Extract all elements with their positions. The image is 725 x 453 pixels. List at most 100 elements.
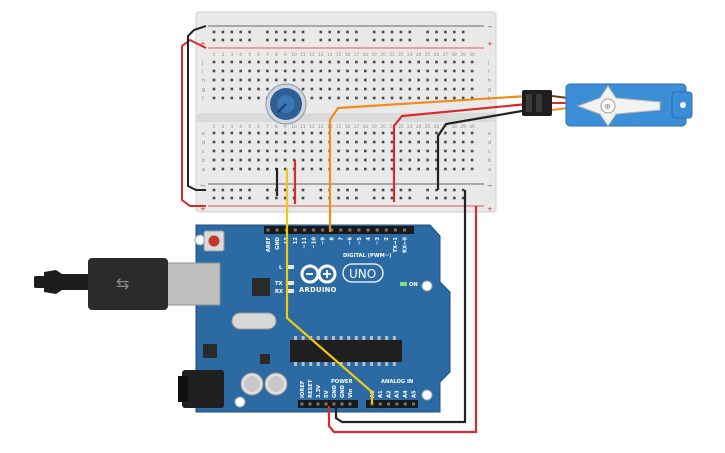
rail-hole — [337, 188, 340, 192]
header-socket[interactable] — [366, 228, 370, 232]
terminal-hole — [355, 96, 358, 100]
terminal-hole — [390, 140, 394, 144]
terminal-hole — [337, 87, 340, 91]
header-socket[interactable] — [412, 402, 415, 406]
header-socket[interactable] — [384, 228, 388, 232]
rail-hole — [408, 188, 412, 192]
header-socket[interactable] — [330, 228, 334, 232]
breadboard-row-label: c — [202, 149, 205, 155]
rail-hole — [399, 188, 403, 192]
header-socket[interactable] — [395, 402, 399, 406]
terminal-hole — [461, 158, 465, 162]
breadboard-column-label: 22 — [398, 52, 404, 57]
terminal-hole — [266, 69, 269, 73]
header-socket[interactable] — [293, 228, 297, 232]
breadboard-row-label: e — [488, 131, 491, 137]
breadboard-row-label: c — [488, 149, 491, 155]
header-socket[interactable] — [357, 228, 361, 232]
rail-hole — [212, 196, 216, 200]
breadboard-row-label: j — [487, 60, 489, 66]
led-tx-label: TX — [275, 281, 283, 287]
chip-leg — [347, 336, 351, 340]
rail-hole — [212, 30, 216, 34]
terminal-hole — [408, 140, 412, 144]
header-socket[interactable] — [348, 402, 352, 406]
header-socket[interactable] — [308, 402, 312, 406]
breadboard-column-label: 18 — [363, 52, 369, 57]
terminal-hole — [444, 60, 447, 64]
header-socket[interactable] — [312, 228, 315, 232]
terminal-hole — [319, 96, 323, 100]
terminal-hole — [257, 60, 260, 64]
terminal-hole — [435, 167, 438, 171]
rail-hole — [337, 38, 340, 42]
breadboard-column-label: 28 — [452, 52, 458, 57]
terminal-hole — [248, 60, 251, 64]
header-socket[interactable] — [332, 402, 336, 406]
header-socket[interactable] — [340, 402, 344, 406]
breadboard-column-label: 30 — [469, 52, 475, 57]
chip-leg — [324, 336, 328, 340]
mount-hole — [421, 280, 433, 292]
header-socket[interactable] — [403, 402, 407, 406]
terminal-hole — [355, 167, 358, 171]
header-socket[interactable] — [387, 402, 391, 406]
terminal-hole — [310, 149, 314, 153]
terminal-hole — [390, 87, 394, 91]
terminal-hole — [470, 60, 474, 64]
header-socket[interactable] — [403, 228, 406, 232]
header-socket[interactable] — [393, 228, 397, 232]
reset-button-cap[interactable] — [208, 235, 220, 247]
rail-hole — [239, 38, 242, 42]
terminal-hole — [257, 140, 260, 144]
header-socket[interactable] — [302, 228, 306, 232]
terminal-hole — [372, 60, 376, 64]
rail-hole — [390, 188, 394, 192]
rail-hole — [283, 188, 287, 192]
terminal-hole — [426, 131, 429, 135]
rail-hole — [426, 38, 429, 42]
rail-hole — [248, 196, 251, 200]
wire-black-servo — [436, 108, 529, 190]
breadboard-column-label: 4 — [239, 124, 242, 129]
terminal-hole — [248, 87, 251, 91]
chip-leg — [370, 336, 373, 340]
terminal-hole — [310, 131, 314, 135]
header-socket[interactable] — [316, 402, 320, 406]
rail-hole — [426, 196, 429, 200]
header-socket[interactable] — [300, 402, 304, 406]
header-socket[interactable] — [324, 402, 328, 406]
terminal-hole — [266, 87, 269, 91]
rail-hole — [372, 38, 376, 42]
terminal-hole — [390, 60, 394, 64]
terminal-hole — [399, 149, 403, 153]
header-socket[interactable] — [378, 402, 382, 406]
breadboard-column-label: 9 — [284, 124, 287, 129]
rail-hole — [221, 30, 225, 34]
terminal-hole — [239, 131, 242, 135]
header-socket[interactable] — [375, 228, 379, 232]
header-socket[interactable] — [348, 228, 352, 232]
terminal-hole — [444, 140, 447, 144]
terminal-hole — [346, 78, 349, 82]
terminal-hole — [364, 96, 367, 100]
digital-header-pins — [266, 228, 406, 232]
power-pin-label: 5V — [324, 390, 330, 398]
small-chip — [260, 354, 270, 364]
terminal-hole — [346, 140, 349, 144]
terminal-hole — [444, 158, 447, 162]
header-socket[interactable] — [339, 228, 343, 232]
header-socket[interactable] — [266, 228, 270, 232]
terminal-hole — [364, 60, 367, 64]
power-header-label: POWER — [331, 379, 352, 385]
servo-motor[interactable]: ⊕ — [522, 83, 693, 127]
header-socket[interactable] — [275, 228, 279, 232]
servo-horn[interactable] — [576, 85, 661, 127]
header-socket[interactable] — [321, 228, 325, 232]
breadboard-column-label: 10 — [291, 124, 297, 129]
potentiometer[interactable] — [265, 83, 307, 125]
terminal-hole — [221, 131, 225, 135]
led-tx — [286, 281, 294, 285]
terminal-hole — [266, 78, 269, 82]
rail-hole — [390, 38, 394, 42]
